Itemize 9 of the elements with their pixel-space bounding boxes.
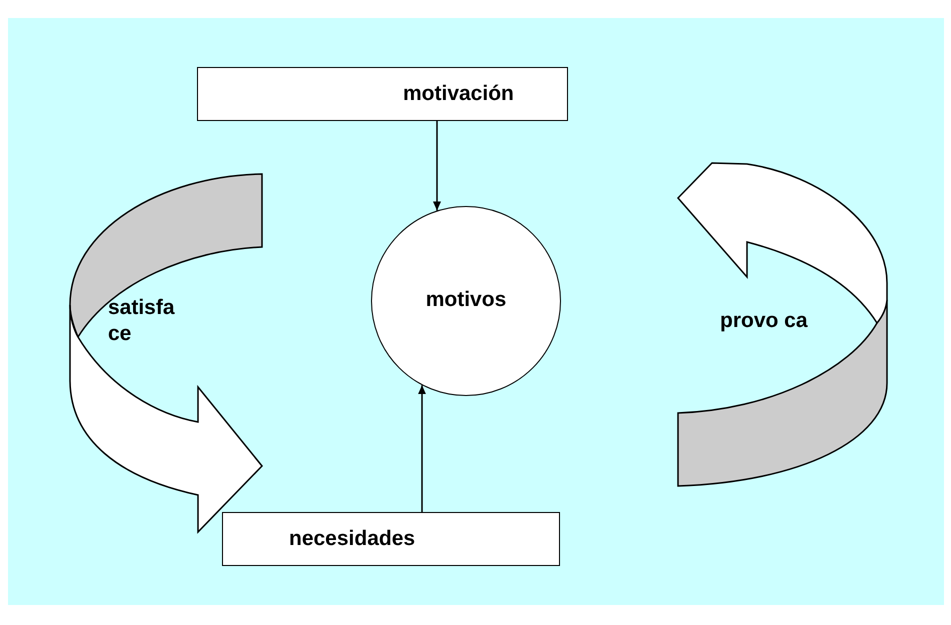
node-label: necesidades (288, 526, 416, 552)
text-box (222, 512, 560, 566)
node-label: motivos (426, 287, 506, 314)
arrow (418, 385, 426, 512)
arrow-label: provo ca (720, 308, 809, 334)
arrow (433, 121, 441, 211)
node-label: motivación (402, 81, 514, 108)
arrow-label: satisfa ce (108, 295, 176, 347)
text-box (197, 67, 568, 121)
